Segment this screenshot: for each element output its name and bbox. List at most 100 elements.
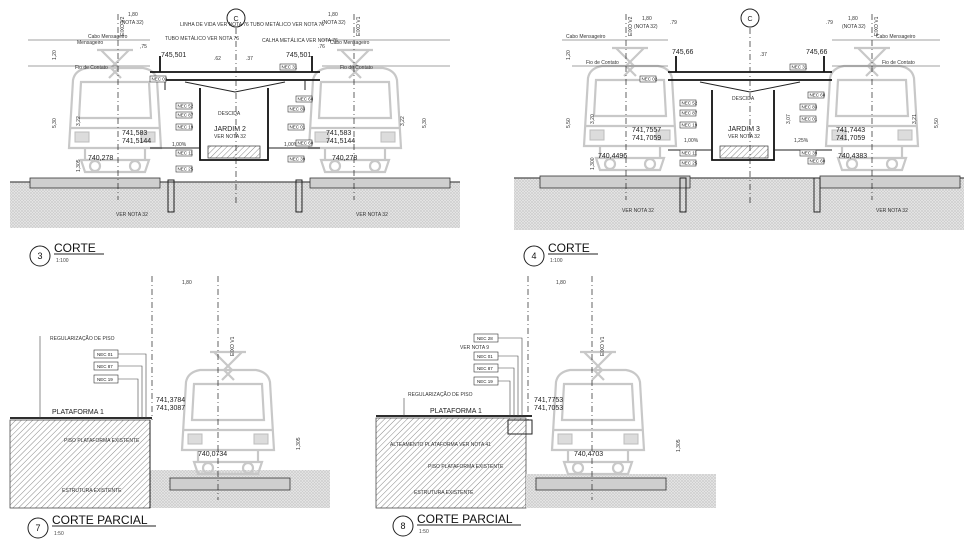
svg-text:NEC 19: NEC 19 xyxy=(97,377,113,382)
nec-tag: NEC 68 xyxy=(295,95,314,103)
elev-3: 740,0734 xyxy=(198,451,227,458)
nec-tag: NEC 60 xyxy=(295,139,314,147)
dim-322: 3,22 xyxy=(76,116,82,126)
elev-low-right: 740,278 xyxy=(332,155,357,162)
slope-right: 1,00% xyxy=(284,142,299,148)
svg-text:NEC 01: NEC 01 xyxy=(97,352,113,357)
dim-320: 3,20 xyxy=(590,114,596,124)
elev-mid-right-2: 741,5144 xyxy=(326,138,355,145)
axis-c-label: C xyxy=(747,16,752,23)
dim-550r: 5,50 xyxy=(934,118,940,128)
tag-nec28-note: VER NOTA 9 xyxy=(460,345,489,351)
svg-text:NEC 25: NEC 25 xyxy=(178,167,194,172)
panel-corte-7: 1,80 EIXO V1 REGULARIZAÇÃO DE PISO NEC 0… xyxy=(9,276,330,539)
svg-text:NEC 19: NEC 19 xyxy=(178,125,194,130)
elev-top-right: 745,501 xyxy=(286,52,311,59)
piso-label: PISO PLATAFORMA EXISTENTE xyxy=(64,438,140,444)
elev-low-right: 740,4383 xyxy=(838,153,867,160)
dim-top-left: 1,80 xyxy=(642,16,652,22)
jardim-label: JARDIM 2 xyxy=(214,126,246,133)
section-title: CORTE PARCIAL xyxy=(52,513,148,527)
svg-text:NEC 39: NEC 39 xyxy=(290,157,306,162)
train-front xyxy=(180,350,276,476)
descida-label: DESCIDA xyxy=(218,111,241,117)
dim-530r: 5,30 xyxy=(422,118,428,128)
svg-text:NEC 60: NEC 60 xyxy=(298,141,314,146)
regularizacao: REGULARIZAÇÃO DE PISO xyxy=(50,335,115,342)
fio-left: Fio de Contato xyxy=(75,65,108,71)
tubo-metalico-r: TUBO METÁLICO VER NOTA 76 xyxy=(250,21,324,28)
dim-1305: 1,305 xyxy=(296,437,302,450)
tag-nec28: NEC 28 xyxy=(473,333,499,343)
nec-tag: NEC 19 xyxy=(175,123,194,131)
section-number: 4 xyxy=(531,251,536,261)
section-title: CORTE xyxy=(548,241,590,255)
panel-corte-4: C EIXO V2 EIXO V1 Cabo Mensageiro Cabo M… xyxy=(514,8,964,267)
elev-1: 741,7753 xyxy=(534,397,563,404)
dim-37: .37 xyxy=(760,52,767,58)
nec-tag: NEC 31 xyxy=(789,63,808,71)
svg-text:NEC 25: NEC 25 xyxy=(682,161,698,166)
cabo-right: Cabo Mensageiro xyxy=(876,34,916,40)
elev-2: 741,3087 xyxy=(156,405,185,412)
section-title: CORTE PARCIAL xyxy=(417,512,513,526)
ver-nota-label: VER NOTA 32 xyxy=(728,134,760,140)
tag-nec19: NEC 19 xyxy=(473,376,499,386)
svg-text:NEC 87: NEC 87 xyxy=(682,111,698,116)
estrutura-label: ESTRUTURA EXISTENTE xyxy=(62,488,122,494)
dim-62: .62 xyxy=(214,56,221,62)
calha-metalica: CALHA METÁLICA VER NOTA 76 xyxy=(262,37,338,44)
nec-tag: NEC 02 xyxy=(149,75,168,83)
elev-mid-right-2: 741,7059 xyxy=(836,135,865,142)
elev-2: 741,7053 xyxy=(534,405,563,412)
svg-text:NEC 11: NEC 11 xyxy=(682,151,698,156)
section-number: 8 xyxy=(400,521,405,531)
eixo-v1-label: EIXO V1 xyxy=(874,16,880,36)
section-title: CORTE xyxy=(54,241,96,255)
cabo-left: Cabo Mensageiro xyxy=(88,34,128,40)
nec-tag: NEC 02 xyxy=(639,75,658,83)
eixo-v1: EIXO V1 xyxy=(600,336,606,356)
svg-text:NEC 02: NEC 02 xyxy=(642,77,658,82)
eixo-v2-label: EIXO V2 xyxy=(120,16,126,36)
ver-nota-bottom-l: VER NOTA 32 xyxy=(622,208,654,214)
svg-text:NEC 31: NEC 31 xyxy=(792,65,808,70)
nec-tag: NEC 01 xyxy=(287,123,306,131)
svg-text:NEC 02: NEC 02 xyxy=(152,77,168,82)
cabo-right: Cabo Mensageiro xyxy=(330,40,370,46)
dim-075: ,75 xyxy=(140,44,147,50)
svg-text:NEC 87: NEC 87 xyxy=(178,113,194,118)
nota32-left: (NOTA 32) xyxy=(120,20,144,26)
panel-corte-3: C EIXO V2 EIXO V1 Cabo Mensageiro Mensag… xyxy=(10,8,460,267)
nota32-left: (NOTA 32) xyxy=(634,24,658,30)
dim-322r: 3,22 xyxy=(400,116,406,126)
svg-text:NEC 11: NEC 11 xyxy=(178,151,194,156)
elev-top-left: 745,66 xyxy=(672,49,694,56)
nec-tag: NEC 11 xyxy=(679,149,698,157)
tubo-metalico: TUBO METÁLICO VER NOTA 76 xyxy=(165,35,239,42)
svg-text:NEC 19: NEC 19 xyxy=(477,379,493,384)
eixo-v1: EIXO V1 xyxy=(230,336,236,356)
dim-321: 3,21 xyxy=(912,114,918,124)
cabo-left-2: Mensageiro xyxy=(77,40,103,46)
dim-top-left: 1,80 xyxy=(128,12,138,18)
tag-nec87: NEC 87 xyxy=(93,361,119,371)
elev-low-left: 740,278 xyxy=(88,155,113,162)
svg-text:NEC 31: NEC 31 xyxy=(282,65,298,70)
nec-tag: NEC 25 xyxy=(679,159,698,167)
nec-tag: NEC 39 xyxy=(799,149,818,157)
axis-c-bubble xyxy=(226,8,246,28)
ver-nota-bottom-r: VER NOTA 32 xyxy=(356,212,388,218)
elev-mid-right-1: 741,7443 xyxy=(836,127,865,134)
nec-tag: NEC 19 xyxy=(679,121,698,129)
slope-right: 1,25% xyxy=(794,138,809,144)
dim-120: 1,20 xyxy=(52,50,58,60)
svg-text:NEC 39: NEC 39 xyxy=(802,151,818,156)
dim-530: 5,30 xyxy=(52,118,58,128)
nec-tag: NEC 87 xyxy=(175,111,194,119)
dim-1305: 1,305 xyxy=(76,159,82,172)
alteamento: ALTEAMENTO PLATAFORMA VER NOTA 41 xyxy=(390,442,491,448)
linha-vida: LINHA DE VIDA VER NOTA 76 xyxy=(180,22,249,28)
